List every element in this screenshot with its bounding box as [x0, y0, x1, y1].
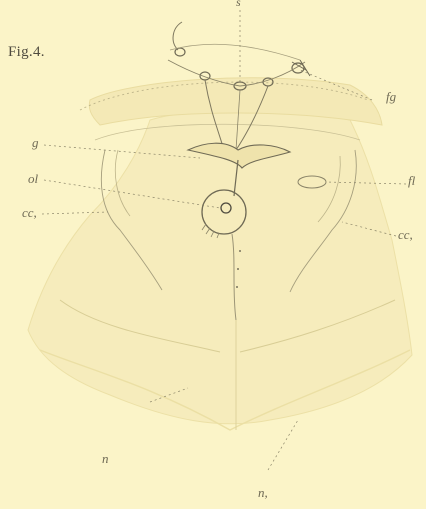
- label-cc-left: cc,: [22, 206, 37, 219]
- label-cc-right: cc,: [398, 228, 413, 241]
- left-ocellus: [175, 48, 185, 56]
- figure-label: Fig.4.: [8, 44, 45, 61]
- right-filament: [292, 60, 310, 76]
- pointer-n1: [268, 420, 298, 470]
- label-n: n: [102, 452, 109, 465]
- top-hook: [173, 22, 182, 50]
- nerve-arc-top: [170, 44, 300, 60]
- label-fg: fg: [386, 90, 396, 103]
- label-ol: ol: [28, 172, 38, 185]
- label-g: g: [32, 136, 39, 149]
- label-top: s: [236, 0, 241, 8]
- label-n1: n,: [258, 486, 268, 499]
- label-fl: fl: [408, 174, 415, 187]
